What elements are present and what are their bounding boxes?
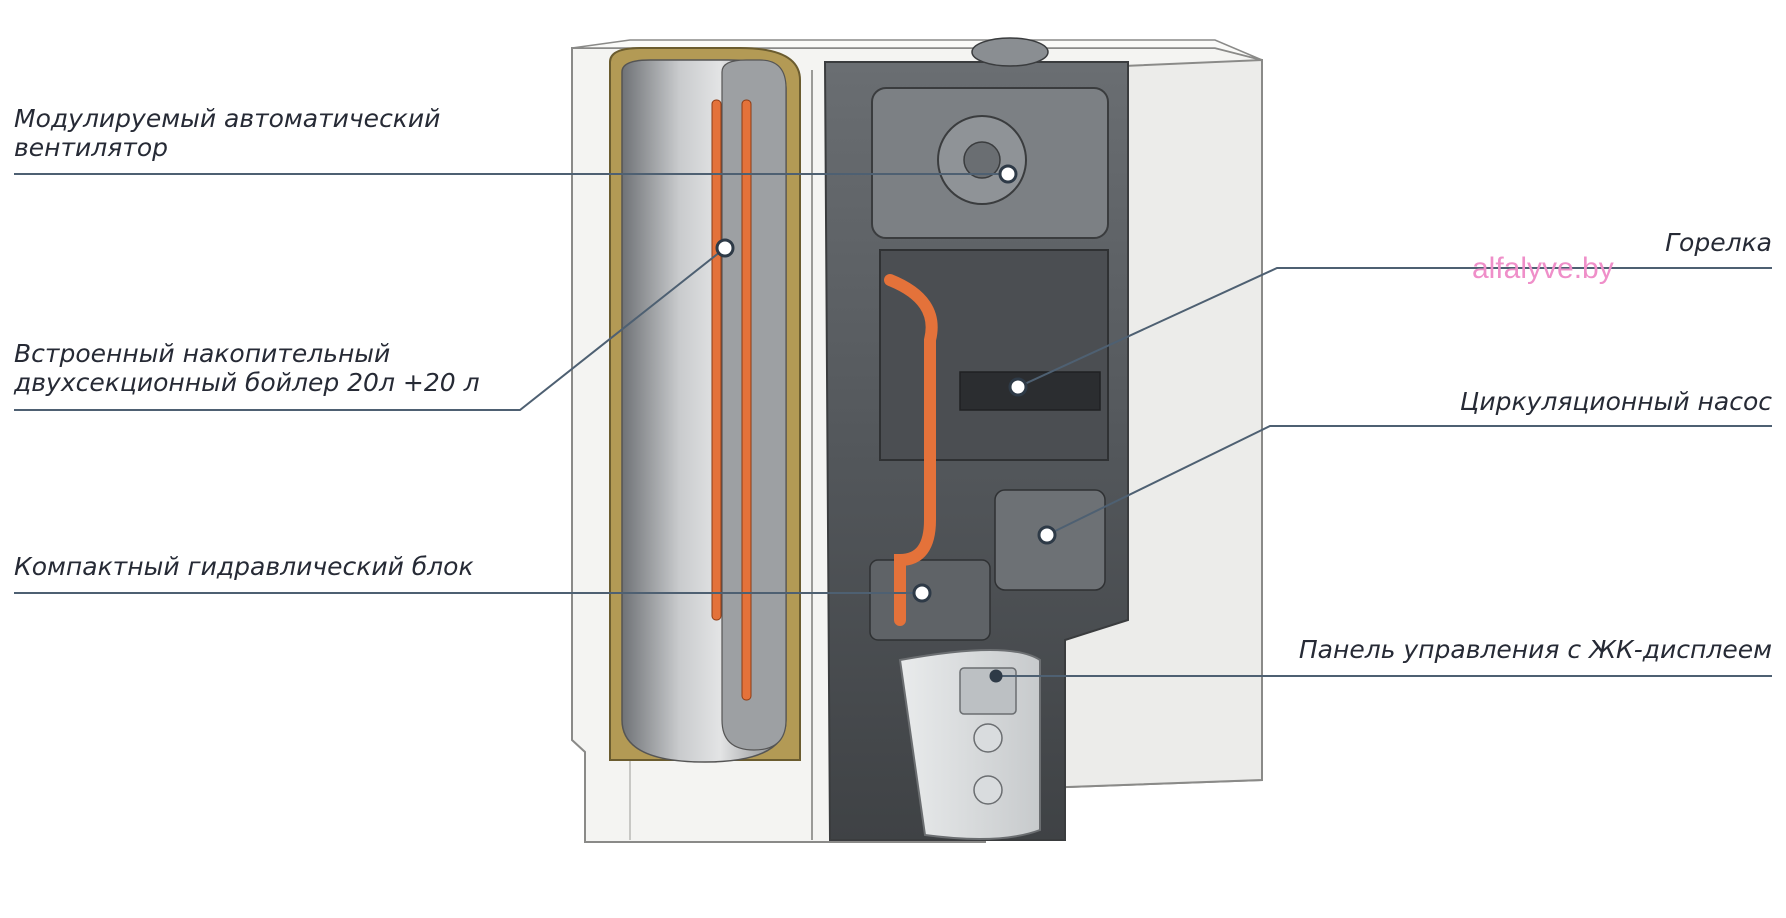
storage-tank-cutaway [609, 47, 801, 763]
label-burner: Горелка [1665, 228, 1772, 257]
callout-markers [715, 164, 1057, 683]
marker-hydro [912, 583, 932, 603]
hydraulic-block [869, 559, 991, 641]
label-pump-text: Циркуляционный насос [1459, 387, 1772, 416]
label-fan: Модулируемый автоматический вентилятор [14, 104, 440, 162]
watermark-text: alfalyve.by [1472, 252, 1614, 285]
label-pump: Циркуляционный насос [1460, 387, 1772, 416]
interior-compartment [823, 37, 1129, 841]
label-tank: Встроенный накопительный двухсекционный … [14, 339, 480, 397]
copper-flow-pipe [884, 274, 938, 626]
label-burner-text: Горелка [1665, 228, 1772, 257]
marker-burner [1008, 377, 1028, 397]
leader-line-burner [1017, 267, 1772, 388]
marker-fan [998, 164, 1018, 184]
control-knob-bottom [973, 775, 1003, 805]
leader-line-tank [14, 247, 726, 411]
label-tank-text: Встроенный накопительный двухсекционный … [14, 339, 480, 397]
marker-pump [1037, 525, 1057, 545]
lcd-display [959, 667, 1017, 715]
marker-tank [715, 238, 735, 258]
marker-panel [989, 669, 1003, 683]
label-hydro: Компактный гидравлический блок [14, 552, 474, 581]
copper-coil-left [711, 99, 722, 621]
copper-coil-right [741, 99, 752, 701]
leader-line-pump [1046, 425, 1772, 536]
leader-lines [14, 173, 1772, 677]
label-panel-text: Панель управления с ЖК-дисплеем [1298, 635, 1772, 664]
label-fan-text: Модулируемый автоматический вентилятор [14, 104, 441, 162]
watermark: alfalyve.by [1472, 252, 1614, 286]
control-panel [898, 649, 1041, 840]
combustion-chamber [879, 249, 1109, 461]
burner-grid [959, 371, 1101, 411]
label-hydro-text: Компактный гидравлический блок [14, 552, 474, 581]
control-knob-top [973, 723, 1003, 753]
label-panel: Панель управления с ЖК-дисплеем [1299, 635, 1772, 664]
